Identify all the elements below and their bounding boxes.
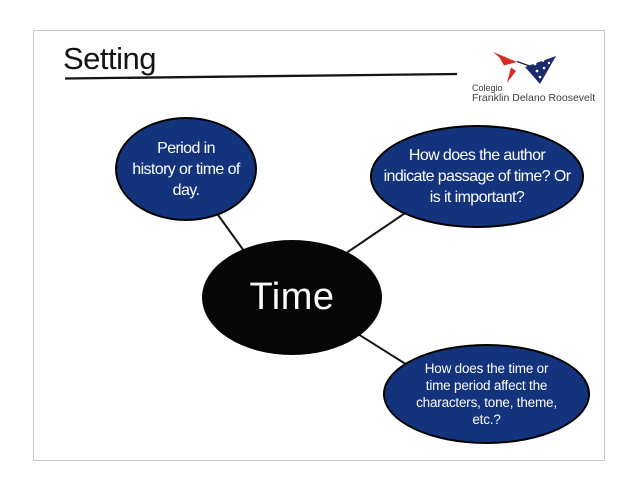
node-passage-text: How does the author indicate passage of …: [383, 147, 571, 206]
diagram-node-passage: How does the author indicate passage of …: [370, 125, 584, 228]
school-logo: Colegio Franklin Delano Roosevelt: [472, 46, 604, 108]
logo-flag-icon: [493, 52, 556, 84]
center-time-label: Time: [249, 276, 335, 318]
logo-institution-text: Colegio: [472, 83, 503, 93]
diagram-center-time: Time: [202, 240, 382, 355]
node-period-text: Period in history or time of day.: [132, 139, 240, 199]
logo-school-name: Franklin Delano Roosevelt: [472, 92, 596, 104]
diagram-node-period: Period in history or time of day.: [115, 117, 257, 221]
diagram-node-affect: How does the time or time period affect …: [383, 344, 590, 444]
title-underline: [64, 72, 458, 80]
connector-passage-time: [335, 206, 415, 261]
slide-title: Setting: [63, 41, 157, 76]
node-affect-text: How does the time or time period affect …: [416, 361, 557, 427]
